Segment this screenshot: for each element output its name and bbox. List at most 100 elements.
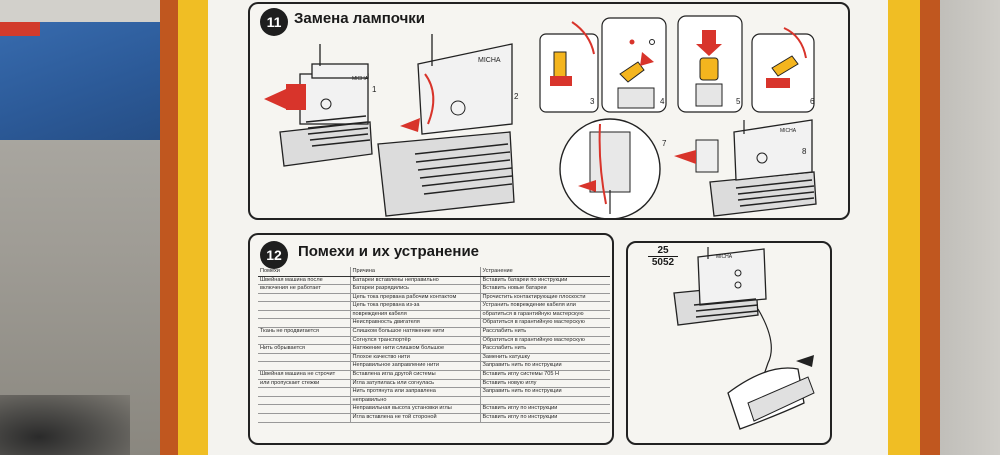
table-cell: Вставить новые батареи: [479, 284, 610, 294]
table-row: неправильно: [258, 396, 610, 406]
section-12-title: Помехи и их устранение: [298, 243, 480, 260]
table-cell: [479, 396, 610, 406]
dark-floor-object: [0, 395, 130, 455]
table-cell: Вставить иглу системы 705 Н: [479, 370, 610, 380]
table-cell: [258, 318, 350, 329]
figure-4-label: 4: [660, 97, 665, 106]
table-cell: Нить обрывается: [258, 344, 350, 354]
table-cell: Швейная машина не строчит: [258, 370, 350, 380]
figure-4-detail: [601, 17, 667, 113]
table-cell: Заменить катушку: [479, 353, 610, 363]
table-cell: Швейная машина после: [258, 276, 350, 286]
figure-5-detail: [677, 15, 743, 113]
table-cell: Батареи вставлены неправильно: [349, 276, 480, 286]
table-cell: [258, 336, 350, 346]
table-cell: Вставить иглу по инструкции: [479, 413, 610, 423]
figure-2-brand: MICHA: [478, 57, 501, 64]
table-cell: Неисправность двигателя: [349, 318, 480, 329]
table-cell: [258, 413, 350, 423]
table-cell: Обратиться в гарантийную мастерскую: [479, 336, 610, 346]
table-cell: повреждения кабеля: [349, 310, 480, 320]
table-cell: Натяжение нити слишком большое: [349, 344, 480, 354]
figure-8-machine: MICHA: [674, 119, 817, 217]
foot-pedal-figure: MICHA: [673, 247, 815, 430]
table-cell: Цепь тока прервана рабочим контактом: [349, 293, 480, 303]
table-cell: [258, 387, 350, 397]
model-number: 25 5052: [648, 245, 678, 268]
figure-6-label: 6: [810, 97, 815, 106]
table-cell: [258, 353, 350, 363]
column-header-cause: Причина: [349, 267, 480, 277]
figure-2-machine: MICHA: [377, 34, 515, 217]
table-cell: Слишком большое натяжение нити: [349, 327, 480, 337]
model-panel: 25 5052 MICHA: [626, 241, 832, 445]
figure-8-label: 8: [802, 147, 807, 156]
section-11-title: Замена лампочки: [294, 10, 426, 27]
table-cell: Неправильное заправление нити: [349, 361, 480, 372]
table-cell: Заправить нить по инструкции: [479, 361, 610, 372]
table-header-row: Помехи Причина Устранение: [258, 267, 610, 277]
table-cell: [258, 301, 350, 311]
figure-3-detail: [539, 21, 599, 113]
table-cell: Прочистить контактирующие плоскости: [479, 293, 610, 303]
figure-8-brand: MICHA: [780, 128, 797, 134]
table-cell: Нить протянута или заправлена: [349, 387, 480, 397]
table-cell: Расслабить нить: [479, 327, 610, 337]
figure-7-label: 7: [662, 139, 667, 148]
figure-3-label: 3: [590, 97, 595, 106]
table-cell: Вставить иглу по инструкции: [479, 404, 610, 414]
table-cell: неправильно: [349, 396, 480, 406]
section-12-troubleshooting: 12 Помехи и их устранение Помехи Причина…: [248, 233, 614, 445]
table-cell: Обратиться в гарантийную мастерскую: [479, 318, 610, 329]
table-cell: [258, 293, 350, 303]
table-cell: Устранить повреждение кабеля или: [479, 301, 610, 311]
table-cell: Игла вставлена не той стороной: [349, 413, 480, 423]
table-cell: Согнулся транспортёр: [349, 336, 480, 346]
table-cell: Заправить нить по инструкции: [479, 387, 610, 397]
table-cell: Неправильная высота установки иглы: [349, 404, 480, 414]
blue-cardboard-box: [0, 0, 175, 140]
table-cell: Цепь тока прервана из-за: [349, 301, 480, 311]
column-header-fix: Устранение: [479, 267, 610, 277]
table-cell: [258, 310, 350, 320]
section-11-lamp-replacement: 11 Замена лампочки MICHA 1: [248, 2, 850, 220]
figure-1-label: 1: [372, 85, 377, 94]
table-cell: обратиться в гарантийную мастерскую: [479, 310, 610, 320]
table-cell: [258, 361, 350, 372]
table-cell: или пропускает стежки: [258, 379, 350, 389]
model-number-bottom: 5052: [651, 257, 675, 268]
figure-7-detail: [559, 118, 661, 218]
figure-6-detail: [751, 27, 815, 113]
section-11-number: 11: [260, 8, 288, 36]
table-cell: [258, 396, 350, 406]
table-cell: Вставить батареи по инструкции: [479, 276, 610, 286]
figure-1-machine: MICHA: [264, 44, 373, 167]
figure-1-brand: MICHA: [352, 76, 369, 82]
lamp-replacement-figures: MICHA 1 MICHA 2 3: [264, 15, 817, 218]
table-cell: включения не работает: [258, 284, 350, 294]
table-cell: Игла затупилась или согнулась: [349, 379, 480, 389]
table-cell: Ткань не продвигается: [258, 327, 350, 337]
table-cell: Вставлена игла другой системы: [349, 370, 480, 380]
table-cell: Вставить новую иглу: [479, 379, 610, 389]
table-cell: Расслабить нить: [479, 344, 610, 354]
troubleshooting-table: Помехи Причина Устранение Швейная машина…: [258, 267, 610, 423]
figure-5-label: 5: [736, 97, 741, 106]
table-cell: Батареи разрядились: [349, 284, 480, 294]
model-number-top: 25: [657, 245, 669, 256]
figure-2-label: 2: [514, 92, 519, 101]
